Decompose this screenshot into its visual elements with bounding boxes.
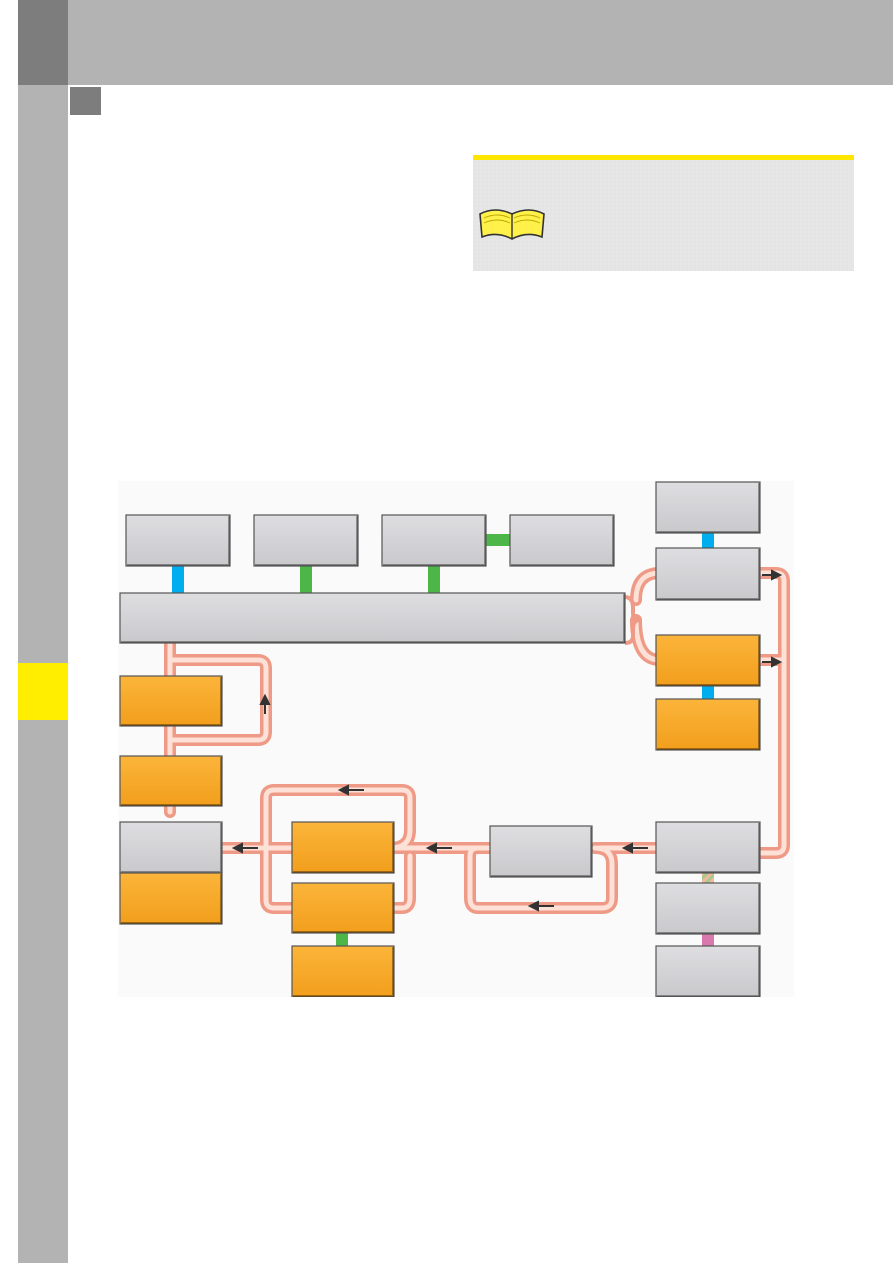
header-bar [68, 0, 893, 85]
flow-arrow-right-icon [762, 656, 783, 668]
mid-orange-1-box [291, 821, 395, 874]
right-top-box-box [655, 481, 761, 534]
mid-orange-2-box [291, 882, 395, 934]
left-gray-bottom [119, 821, 223, 874]
diagram-panel [118, 481, 794, 997]
right-gray-low [655, 882, 761, 935]
flow-arrow-left-icon [231, 842, 258, 854]
header-corner-block [18, 0, 68, 85]
open-book-icon [479, 209, 545, 240]
mid-orange-3-box [291, 945, 395, 997]
right-gray-mid-box [655, 821, 761, 874]
mid-orange-3 [291, 945, 395, 997]
bus-bracket [624, 595, 641, 645]
link-pink [702, 933, 714, 947]
chapter-tab-marker [18, 663, 68, 720]
system-flow-diagram [119, 481, 790, 997]
right-box-2 [655, 547, 761, 601]
link-green [428, 566, 440, 593]
right-top-box [655, 481, 761, 534]
mid-gray-box [489, 825, 593, 878]
mid-gray-box-box [489, 825, 593, 878]
mid-orange-2 [291, 882, 395, 934]
right-gray-mid [655, 821, 761, 874]
top-box-2-box [253, 514, 359, 567]
top-box-4-box [509, 514, 615, 567]
mid-orange-1 [291, 821, 395, 874]
note-text [559, 180, 844, 261]
connection-links [172, 533, 714, 947]
link-green [484, 534, 511, 546]
top-box-2 [253, 514, 359, 567]
left-orange-2-box [119, 755, 223, 807]
right-orange-2-box [655, 698, 761, 751]
flow-arrow-right-icon [762, 569, 783, 581]
right-orange-1-box [655, 634, 761, 687]
link-blue [702, 686, 714, 699]
link-green [336, 932, 348, 946]
link-striped [702, 872, 714, 883]
left-orange-1 [119, 675, 223, 727]
section-marker [70, 87, 101, 115]
top-box-3 [381, 514, 487, 567]
link-blue [172, 566, 184, 593]
top-box-1-box [125, 514, 231, 567]
right-orange-1 [655, 634, 761, 687]
flow-arrow-left-icon [425, 842, 452, 854]
main-bus [119, 592, 626, 644]
main-bus-box [119, 592, 626, 644]
flow-arrow-left-icon [621, 842, 648, 854]
flow-arrow-up-icon [259, 693, 271, 714]
right-box-2-box [655, 547, 761, 601]
left-orange-bottom [119, 872, 223, 925]
top-box-3-box [381, 514, 487, 567]
right-gray-bottom-box [655, 945, 761, 997]
right-gray-bottom [655, 945, 761, 997]
left-gray-bottom-box [119, 821, 223, 874]
flow-arrow-left-icon [337, 784, 364, 796]
top-box-1 [125, 514, 231, 567]
right-gray-low-box [655, 882, 761, 935]
note-box [473, 155, 854, 271]
link-blue [702, 533, 714, 548]
top-box-4 [509, 514, 615, 567]
right-orange-2 [655, 698, 761, 751]
left-orange-1-box [119, 675, 223, 727]
left-orange-bottom-box [119, 872, 223, 925]
link-green [300, 566, 312, 593]
left-orange-2 [119, 755, 223, 807]
flow-arrow-left-icon [527, 900, 554, 912]
